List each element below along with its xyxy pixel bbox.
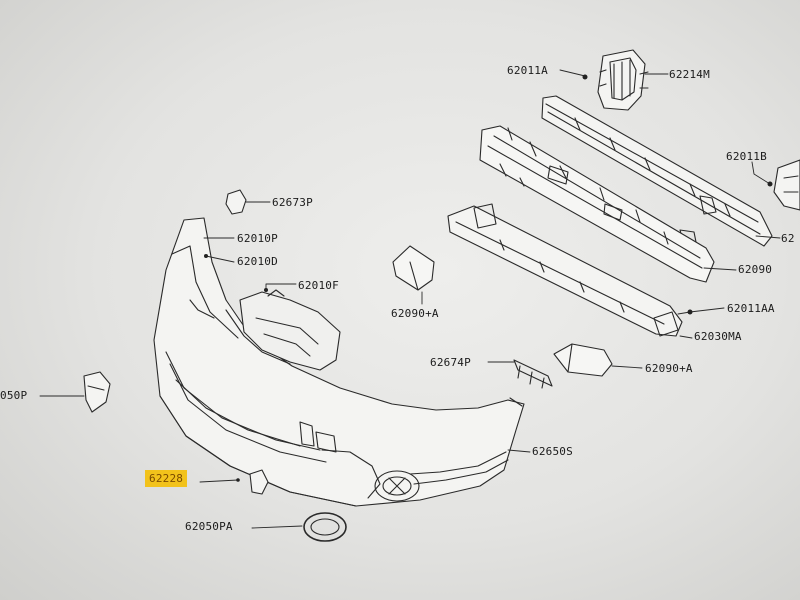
upper-beam xyxy=(541,95,773,247)
pad-right xyxy=(553,343,613,377)
fog-lamp-ring-on-bumper xyxy=(374,470,420,502)
part-label-62011a: 62011A xyxy=(507,64,548,77)
part-label-62010p: 62010P xyxy=(237,232,278,245)
strip-62674p xyxy=(513,359,553,389)
part-label-62011b: 62011B xyxy=(726,150,767,163)
part-label-62214m: 62214M xyxy=(669,68,710,81)
bolts xyxy=(204,74,773,482)
part-label-62010f: 62010F xyxy=(298,279,339,292)
ring-62050pa xyxy=(303,512,347,542)
bumper-fascia xyxy=(153,217,525,507)
part-label-62011aa: 62011AA xyxy=(727,302,775,315)
part-label-62090a-right: 62090+A xyxy=(645,362,693,375)
bracket-62011b xyxy=(773,159,800,211)
part-label-62674p: 62674P xyxy=(430,356,471,369)
part-label-62030ma: 62030MA xyxy=(694,330,742,343)
bracket-62214m xyxy=(597,49,649,111)
part-label-62050pa: 62050PA xyxy=(185,520,233,533)
part-label-62090: 62090 xyxy=(738,263,773,276)
part-label-62: 62 xyxy=(781,232,795,245)
part-label-050p: 050P xyxy=(0,389,28,402)
part-label-62090a-left: 62090+A xyxy=(391,307,439,320)
part-label-62228-highlighted: 62228 xyxy=(145,470,188,487)
pad-left xyxy=(392,245,435,291)
part-label-62650s: 62650S xyxy=(532,445,573,458)
bracket-050p xyxy=(83,371,111,413)
energy-absorber xyxy=(479,125,715,283)
part-label-62010d: 62010D xyxy=(237,255,278,268)
cover-62228 xyxy=(249,469,269,495)
part-label-62673p: 62673P xyxy=(272,196,313,209)
lower-reinforcement xyxy=(447,203,683,337)
leader-lines xyxy=(39,69,781,529)
clip-62673p xyxy=(225,189,247,215)
